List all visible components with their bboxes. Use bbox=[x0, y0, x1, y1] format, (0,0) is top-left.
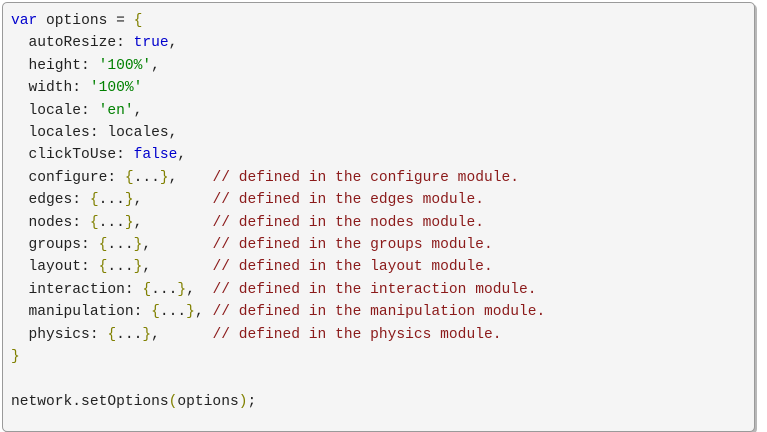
token-brace: } bbox=[186, 304, 195, 321]
token-plain: autoResize: bbox=[11, 35, 134, 52]
code-line: groups: {...}, // defined in the groups … bbox=[11, 234, 744, 256]
token-plain: locales: locales, bbox=[11, 125, 178, 142]
token-plain: ... bbox=[116, 326, 143, 343]
token-plain: , bbox=[168, 169, 213, 186]
token-plain: configure: bbox=[11, 169, 125, 186]
code-line: width: '100%' bbox=[11, 77, 744, 99]
token-brace: } bbox=[133, 237, 143, 254]
token-plain: , bbox=[194, 304, 213, 321]
token-brace: ( bbox=[168, 393, 178, 410]
code-line: height: '100%', bbox=[11, 55, 744, 77]
code-line: layout: {...}, // defined in the layout … bbox=[11, 256, 744, 278]
token-kw: false bbox=[133, 147, 178, 164]
token-plain: height: bbox=[11, 57, 99, 74]
token-plain: network.setOptions bbox=[11, 393, 169, 410]
token-brace: { bbox=[98, 237, 108, 254]
code-line: edges: {...}, // defined in the edges mo… bbox=[11, 189, 744, 211]
code-block: var options = { autoResize: true, height… bbox=[2, 2, 755, 432]
token-com: // defined in the edges module. bbox=[212, 192, 484, 209]
token-plain: options bbox=[177, 393, 239, 410]
token-brace: { bbox=[142, 281, 152, 298]
token-plain: , bbox=[151, 57, 160, 74]
token-brace: } bbox=[177, 281, 187, 298]
token-brace: { bbox=[124, 169, 134, 186]
token-brace: } bbox=[124, 192, 134, 209]
token-plain: manipulation: bbox=[11, 304, 152, 321]
code-line: locales: locales, bbox=[11, 122, 744, 144]
token-plain: groups: bbox=[11, 237, 99, 254]
token-brace: { bbox=[98, 259, 108, 276]
token-str: 'en' bbox=[98, 102, 134, 119]
token-plain: , bbox=[133, 192, 213, 209]
code-line: nodes: {...}, // defined in the nodes mo… bbox=[11, 212, 744, 234]
token-brace: } bbox=[124, 214, 134, 231]
code-line: } bbox=[11, 346, 744, 368]
token-brace: { bbox=[133, 13, 143, 29]
token-plain: , bbox=[177, 147, 187, 164]
token-plain: locale: bbox=[11, 102, 99, 119]
token-plain: ... bbox=[107, 259, 134, 276]
token-plain: ... bbox=[107, 237, 134, 254]
token-plain: width: bbox=[11, 80, 90, 97]
token-kw: true bbox=[133, 35, 169, 52]
token-plain: ; bbox=[247, 393, 257, 410]
token-plain: , bbox=[186, 281, 213, 298]
code-line: network.setOptions(options); bbox=[11, 391, 744, 413]
code-line: interaction: {...}, // defined in the in… bbox=[11, 279, 744, 301]
token-plain: , bbox=[151, 326, 213, 343]
code-line: manipulation: {...}, // defined in the m… bbox=[11, 301, 744, 323]
token-plain: ... bbox=[98, 214, 125, 231]
token-plain: , bbox=[133, 102, 143, 119]
token-com: // defined in the physics module. bbox=[212, 326, 502, 343]
code-line: var options = { bbox=[11, 10, 744, 32]
token-plain: , bbox=[142, 259, 213, 276]
token-plain: , bbox=[142, 237, 213, 254]
token-brace: { bbox=[151, 304, 160, 321]
token-plain: , bbox=[168, 35, 178, 52]
token-brace: } bbox=[11, 349, 20, 366]
token-com: // defined in the configure module. bbox=[212, 169, 519, 186]
token-brace: ) bbox=[238, 393, 248, 410]
token-com: // defined in the groups module. bbox=[212, 237, 493, 254]
token-plain: interaction: bbox=[11, 281, 143, 298]
token-brace: { bbox=[89, 214, 99, 231]
token-plain: , bbox=[133, 214, 213, 231]
token-brace: { bbox=[89, 192, 99, 209]
token-brace: } bbox=[159, 169, 169, 186]
token-plain: edges: bbox=[11, 192, 90, 209]
code-line bbox=[11, 369, 744, 391]
token-plain: layout: bbox=[11, 259, 99, 276]
code-line: physics: {...}, // defined in the physic… bbox=[11, 324, 744, 346]
token-plain: clickToUse: bbox=[11, 147, 134, 164]
code-line: clickToUse: false, bbox=[11, 144, 744, 166]
token-kw: var bbox=[11, 13, 38, 29]
token-com: // defined in the nodes module. bbox=[212, 214, 484, 231]
token-brace: } bbox=[142, 326, 152, 343]
token-com: // defined in the layout module. bbox=[212, 259, 493, 276]
token-plain: nodes: bbox=[11, 214, 90, 231]
token-com: // defined in the manipulation module. bbox=[212, 304, 546, 321]
code-line: autoResize: true, bbox=[11, 32, 744, 54]
token-plain: ... bbox=[98, 192, 125, 209]
token-plain: ... bbox=[133, 169, 160, 186]
token-brace: { bbox=[107, 326, 117, 343]
token-brace: } bbox=[133, 259, 143, 276]
code-text: var options = { autoResize: true, height… bbox=[11, 10, 744, 413]
code-line: locale: 'en', bbox=[11, 100, 744, 122]
token-str: '100%' bbox=[98, 57, 152, 74]
token-com: // defined in the interaction module. bbox=[212, 281, 537, 298]
token-plain: options = bbox=[37, 13, 134, 29]
token-str: '100%' bbox=[89, 80, 143, 97]
code-content[interactable]: var options = { autoResize: true, height… bbox=[11, 10, 744, 413]
token-plain: physics: bbox=[11, 326, 108, 343]
code-line: configure: {...}, // defined in the conf… bbox=[11, 167, 744, 189]
token-plain: ... bbox=[151, 281, 178, 298]
token-plain: ... bbox=[159, 304, 187, 321]
